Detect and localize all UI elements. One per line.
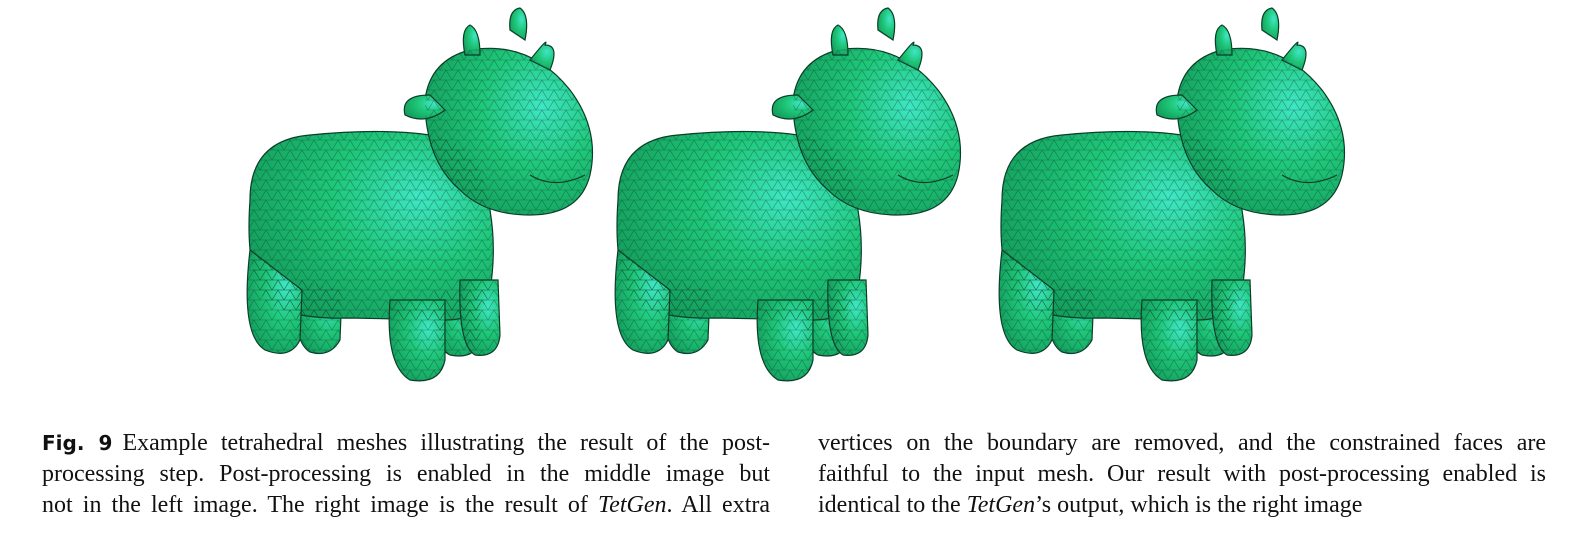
caption-text: processing step. Post-processing is enab…	[42, 461, 770, 487]
tetgen-emphasis: TetGen	[966, 492, 1036, 518]
caption-line: faithful to the input mesh. Our result w…	[818, 459, 1546, 490]
figure-caption-column-1: Fig. 9 Example tetrahedral meshes illustr…	[42, 428, 770, 521]
figure-images	[230, 0, 1362, 400]
caption-text: . All extra	[666, 492, 771, 518]
tetgen-emphasis: TetGen	[598, 492, 667, 518]
caption-text: not in the left image. The right image i…	[42, 492, 599, 518]
caption-line: vertices on the boundary are removed, an…	[818, 428, 1546, 459]
tetrahedral-mesh-cow-icon	[614, 7, 961, 382]
caption-line: not in the left image. The right image i…	[42, 490, 770, 521]
caption-text: Example tetrahedral meshes illustrating …	[122, 430, 771, 456]
caption-text: ’s output, which is the right image	[1035, 492, 1363, 518]
caption-line: identical to the TetGen’s output, which …	[818, 490, 1546, 521]
figure-caption-column-2: vertices on the boundary are removed, an…	[818, 428, 1546, 521]
caption-text: vertices on the boundary are removed, an…	[818, 430, 1546, 456]
cow-mesh-middle-image	[598, 0, 978, 400]
figure-label: Fig. 9	[42, 431, 113, 455]
caption-text: identical to the	[818, 492, 967, 518]
tetrahedral-mesh-cow-icon	[246, 7, 593, 382]
tetrahedral-mesh-cow-icon	[998, 7, 1345, 382]
caption-line: Fig. 9 Example tetrahedral meshes illustr…	[42, 428, 770, 459]
caption-text: faithful to the input mesh. Our result w…	[818, 461, 1546, 487]
cow-mesh-left-image	[230, 0, 610, 400]
cow-mesh-right-image	[982, 0, 1362, 400]
caption-line: processing step. Post-processing is enab…	[42, 459, 770, 490]
